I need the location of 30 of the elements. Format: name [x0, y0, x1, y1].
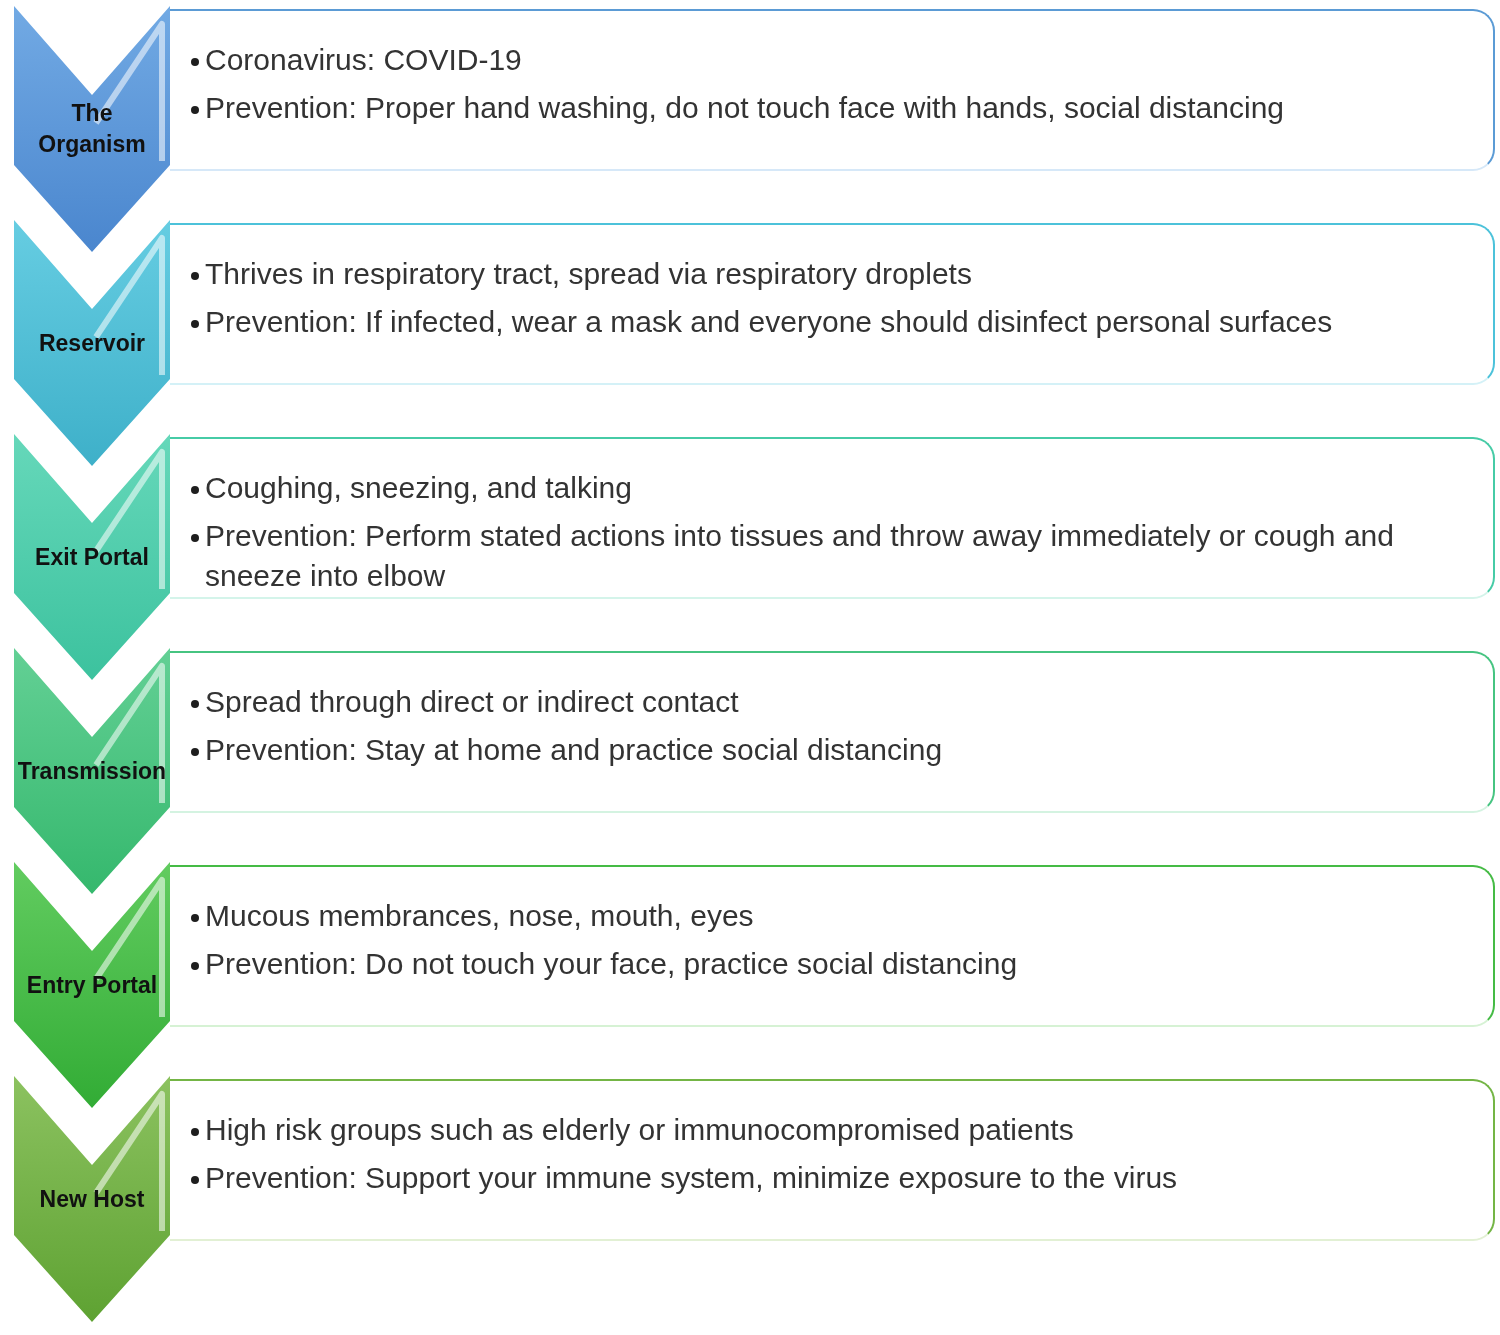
info-box — [170, 865, 1495, 1027]
stage-label: Reservoir — [38, 328, 146, 358]
stage-label: Transmission — [17, 756, 167, 786]
bullet-text: Mucous membrances, nose, mouth, eyes — [205, 898, 754, 934]
stage-label: New Host — [39, 1184, 145, 1214]
info-box — [170, 9, 1495, 171]
bullet-text: Prevention: Support your immune system, minimize exposure to the virus — [205, 1160, 1178, 1196]
bullet-text: Thrives in respiratory tract, spread via respiratory droplets — [205, 256, 972, 292]
bullet-text: Prevention: Perform stated actions into tissues and throw away immediately or cough and sneeze into elbow — [205, 518, 1395, 594]
bullet-text: High risk groups such as elderly or immunocompromised patients — [205, 1112, 1074, 1148]
bullet-text: Coronavirus: COVID-19 — [205, 42, 522, 78]
chevron-shape — [14, 6, 170, 252]
bullet-text: Prevention: If infected, wear a mask and everyone should disinfect personal surfaces — [205, 304, 1333, 340]
chevron-shape — [14, 862, 170, 1108]
info-box — [170, 437, 1495, 599]
bullet-text: Prevention: Do not touch your face, practice social distancing — [205, 946, 1018, 982]
chevron-shape — [14, 220, 170, 466]
bullet-text: Prevention: Proper hand washing, do not touch face with hands, social distancing — [205, 90, 1284, 126]
stage-label: Exit Portal — [35, 542, 149, 572]
bullet-text: Spread through direct or indirect contact — [205, 684, 739, 720]
chevron-shape — [14, 648, 170, 894]
info-box — [170, 1079, 1495, 1241]
info-box — [170, 651, 1495, 813]
stage-label: The Organism — [37, 99, 147, 159]
stage-label: Entry Portal — [26, 970, 158, 1000]
bullet-text: Coughing, sneezing, and talking — [205, 470, 632, 506]
info-box — [170, 223, 1495, 385]
chevron-shape — [14, 1076, 170, 1322]
chevron-shape — [14, 434, 170, 680]
bullet-text: Prevention: Stay at home and practice social distancing — [205, 732, 943, 768]
